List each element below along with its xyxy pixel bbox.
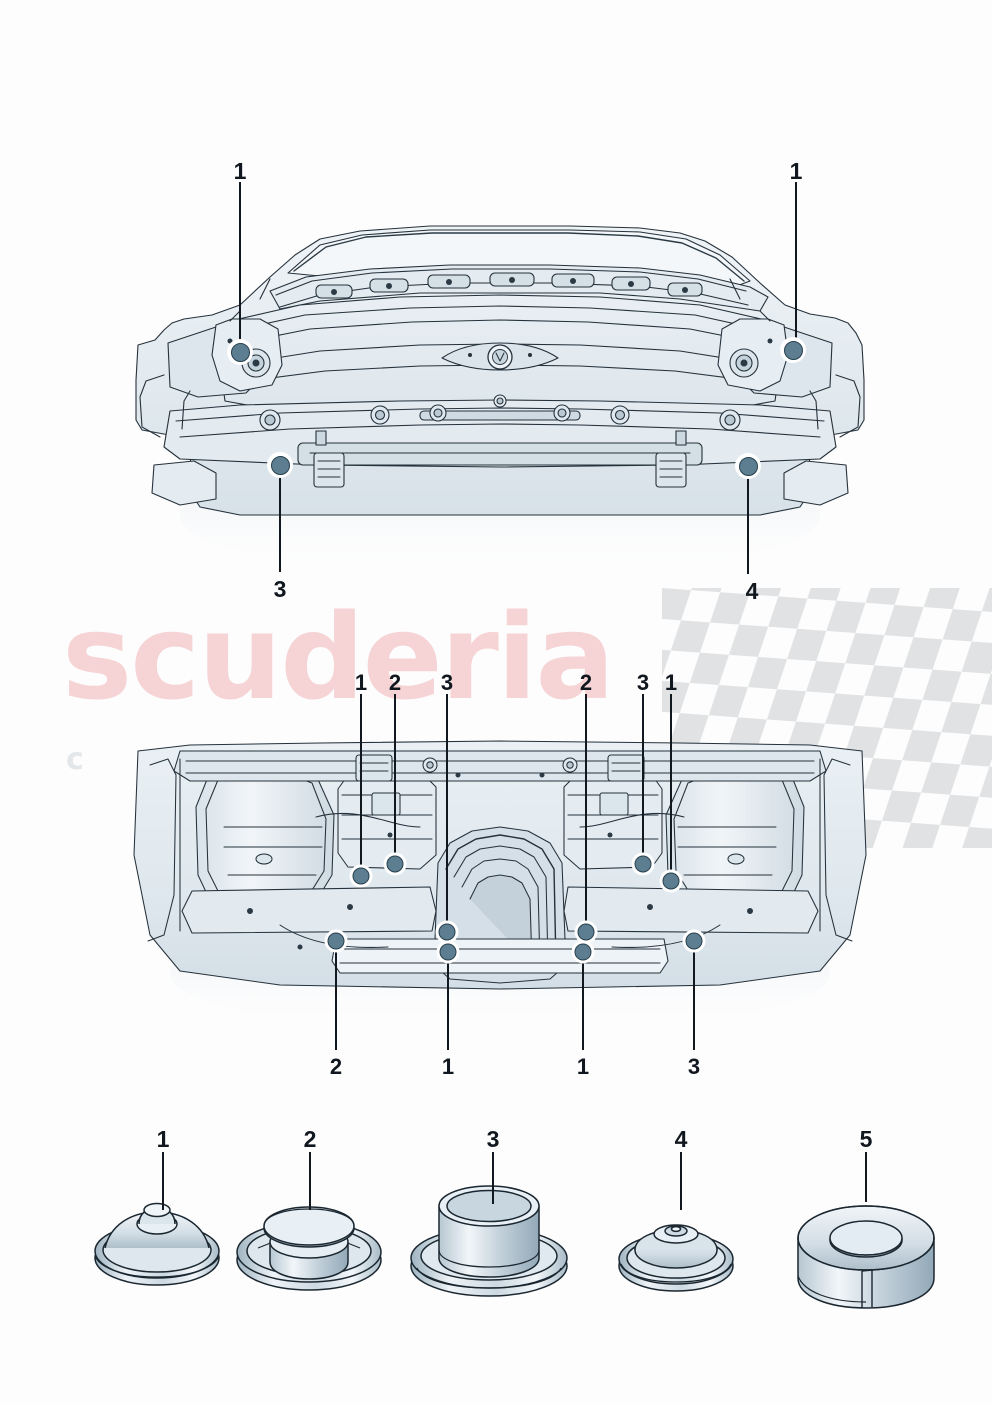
callout-marker-mid-1d[interactable]	[571, 940, 595, 964]
part-label-3: 3	[486, 1126, 500, 1152]
callout-line-top-4	[747, 474, 749, 574]
callout-line-mid-2a	[394, 694, 396, 864]
callout-label-mid-2a: 2	[388, 670, 402, 695]
part-line-2	[309, 1152, 311, 1210]
underbody-illustration	[120, 735, 880, 1035]
callout-label-top-4: 4	[745, 578, 759, 604]
watermark-scuderia: scuderia	[62, 588, 615, 726]
callout-label-mid-1a: 1	[354, 670, 368, 695]
callout-label-top-1-right: 1	[789, 158, 803, 184]
callout-line-mid-3c	[693, 944, 695, 1050]
callout-marker-top-3[interactable]	[267, 452, 293, 478]
callout-marker-mid-1c[interactable]	[436, 940, 460, 964]
part-line-5	[865, 1152, 867, 1202]
parts-illustration-row	[60, 1180, 940, 1340]
callout-marker-mid-3b[interactable]	[631, 852, 655, 876]
callout-label-mid-1b: 1	[664, 670, 678, 695]
part-label-1: 1	[156, 1126, 170, 1152]
callout-line-mid-1d	[582, 955, 584, 1050]
callout-label-mid-1c: 1	[441, 1054, 455, 1079]
part-label-5: 5	[859, 1126, 873, 1152]
callout-marker-mid-2b[interactable]	[574, 920, 598, 944]
part-line-3	[492, 1152, 494, 1204]
callout-marker-mid-1a[interactable]	[349, 864, 373, 888]
part-line-4	[680, 1152, 682, 1210]
callout-label-mid-2c: 2	[329, 1054, 343, 1079]
callout-marker-top-1-left[interactable]	[227, 339, 253, 365]
part-label-4: 4	[674, 1126, 688, 1152]
callout-label-mid-3b: 3	[636, 670, 650, 695]
part-label-2: 2	[303, 1126, 317, 1152]
callout-line-top-3	[279, 472, 281, 572]
callout-label-top-1-left: 1	[233, 158, 247, 184]
callout-line-mid-1b	[670, 694, 672, 881]
callout-marker-mid-3c[interactable]	[682, 929, 706, 953]
callout-marker-top-4[interactable]	[735, 453, 761, 479]
callout-line-mid-1a	[360, 694, 362, 876]
callout-line-mid-1c	[447, 955, 449, 1050]
callout-marker-mid-2a[interactable]	[383, 852, 407, 876]
callout-line-mid-2c	[335, 944, 337, 1050]
callout-label-mid-3a: 3	[440, 670, 454, 695]
callout-line-mid-2b	[585, 694, 587, 932]
callout-marker-mid-2c[interactable]	[324, 929, 348, 953]
callout-marker-mid-3a[interactable]	[435, 920, 459, 944]
part-line-1	[162, 1152, 164, 1210]
callout-line-mid-3a	[446, 694, 448, 932]
callout-label-mid-2b: 2	[579, 670, 593, 695]
callout-label-mid-1d: 1	[576, 1054, 590, 1079]
callout-line-top-1-left	[239, 182, 241, 350]
callout-line-mid-3b	[642, 694, 644, 864]
callout-label-top-3: 3	[273, 576, 287, 602]
rear-body-illustration	[120, 215, 880, 585]
callout-line-top-1-right	[795, 182, 797, 348]
callout-marker-mid-1b[interactable]	[659, 869, 683, 893]
callout-label-mid-3c: 3	[687, 1054, 701, 1079]
callout-marker-top-1-right[interactable]	[780, 337, 806, 363]
